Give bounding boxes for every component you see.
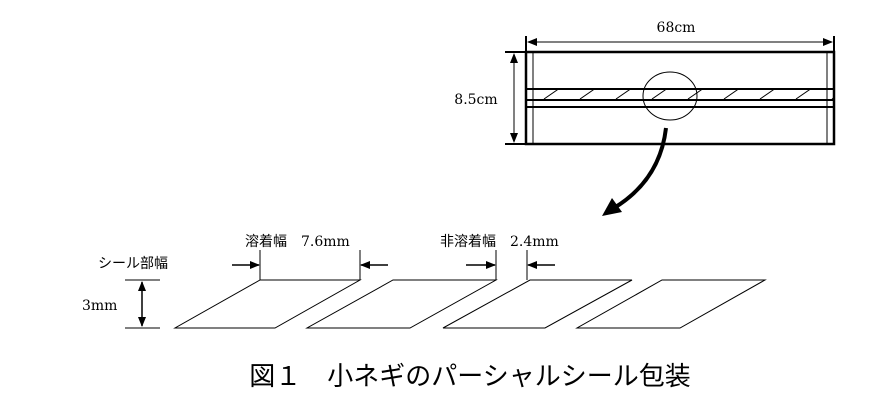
seal-detail-view: 溶着幅 7.6mm 非溶着幅 2.4mm シール部幅 3mm bbox=[82, 234, 767, 329]
seal-segment bbox=[442, 279, 633, 329]
height-label: 8.5cm bbox=[454, 92, 497, 108]
figure-caption: 図１ 小ネギのパーシャルシール包装 bbox=[249, 362, 690, 392]
curved-arrow-head bbox=[602, 198, 622, 216]
magnify-circle bbox=[642, 71, 698, 121]
welded-width-label: 溶着幅 7.6mm bbox=[245, 234, 350, 250]
seal-height-label: 3mm bbox=[82, 298, 117, 314]
seal-segment bbox=[575, 279, 767, 329]
package-top-view: 68cm 8.5cm bbox=[454, 20, 836, 146]
seal-width-label: シール部幅 bbox=[98, 256, 168, 272]
seal-segment bbox=[305, 279, 498, 329]
non-welded-width-label: 非溶着幅 2.4mm bbox=[440, 234, 559, 250]
curved-arrow bbox=[602, 127, 668, 216]
length-label: 68cm bbox=[657, 20, 696, 36]
seal-segment bbox=[173, 279, 362, 329]
seal-band-hatched bbox=[525, 88, 835, 101]
